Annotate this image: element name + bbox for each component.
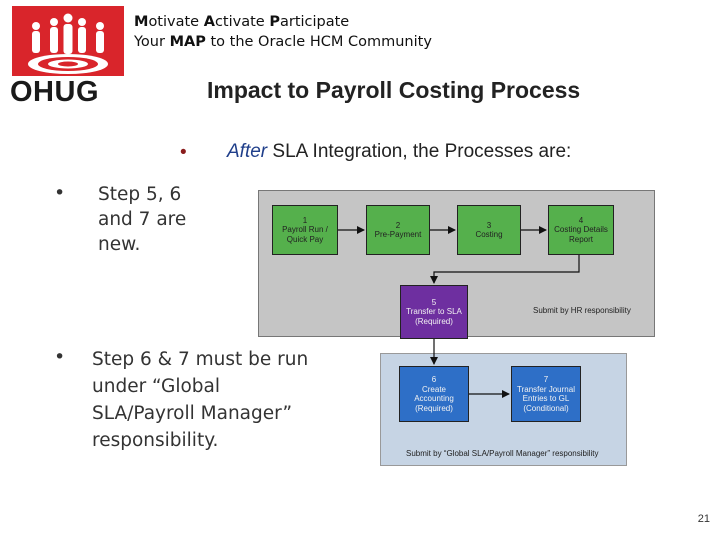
slide-title: Impact to Payroll Costing Process — [207, 77, 581, 103]
intro-text: After SLA Integration, the Processes are… — [227, 141, 572, 162]
bullet-1-icon: • — [54, 182, 66, 204]
bullet-1-text: Step 5, 6 and 7 are new. — [98, 184, 187, 255]
tagline-line-2: Your MAP to the Oracle HCM Community — [134, 34, 432, 50]
tagline-line-1: Motivate Activate Participate — [134, 14, 350, 30]
bullet-2-icon: • — [54, 346, 66, 368]
ohug-logo-text: OHUG — [10, 76, 99, 108]
bullet-2-text: Step 6 & 7 must be run under “Global SLA… — [92, 349, 309, 451]
ohug-emblem-icon — [28, 13, 108, 74]
intro-bullet-icon: • — [180, 142, 187, 163]
sla-responsibility-note: Submit by “Global SLA/Payroll Manager” r… — [406, 449, 599, 458]
hr-responsibility-note: Submit by HR responsibility — [533, 306, 631, 315]
page-number: 21 — [697, 513, 710, 525]
ohug-logo — [12, 6, 124, 76]
